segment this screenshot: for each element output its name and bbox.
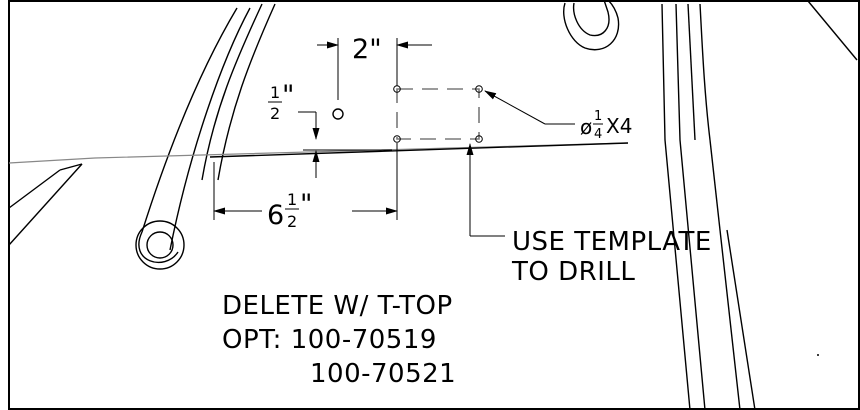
template-outline	[396, 88, 480, 140]
template-note-line-1: USE TEMPLATE	[512, 227, 712, 257]
drill-hole	[475, 85, 483, 93]
note-delete: DELETE W/ T-TOP	[222, 291, 453, 321]
hole-spec-den: 4	[594, 127, 602, 142]
dim-half-den: 2	[270, 104, 280, 123]
note-option: OPT: 100-70519	[222, 325, 437, 355]
drill-hole	[393, 135, 401, 143]
note-option-2: 100-70521	[310, 359, 456, 389]
drawing-border	[8, 0, 860, 410]
dimension-hole-spacing: 2"	[317, 34, 432, 100]
hole-pattern	[332, 85, 483, 143]
frame-geometry	[8, 0, 858, 410]
drill-hole	[475, 135, 483, 143]
general-notes: DELETE W/ T-TOP OPT: 100-70519 100-70521	[222, 291, 456, 389]
template-note-line-2: TO DRILL	[511, 257, 635, 287]
dim-main-whole: 6	[267, 200, 284, 231]
dimension-half-offset: 1 2 "	[268, 80, 392, 178]
callout-hole-spec: ø 1 4 X4	[484, 90, 632, 142]
dim-main-unit: "	[300, 189, 312, 220]
dimension-main-offset: 6 1 2 "	[213, 143, 398, 231]
hole-spec-suffix: X4	[606, 114, 632, 138]
dim-half-unit: "	[282, 80, 294, 111]
reference-hole	[332, 108, 344, 120]
callout-template: USE TEMPLATE TO DRILL	[466, 143, 712, 287]
dim-main-num: 1	[287, 190, 297, 209]
dim-main-den: 2	[287, 212, 297, 231]
dim-hole-spacing-value: 2"	[352, 34, 382, 65]
hole-spec-num: 1	[594, 109, 602, 124]
dim-half-num: 1	[270, 83, 280, 102]
hole-spec-prefix: ø	[580, 115, 592, 139]
